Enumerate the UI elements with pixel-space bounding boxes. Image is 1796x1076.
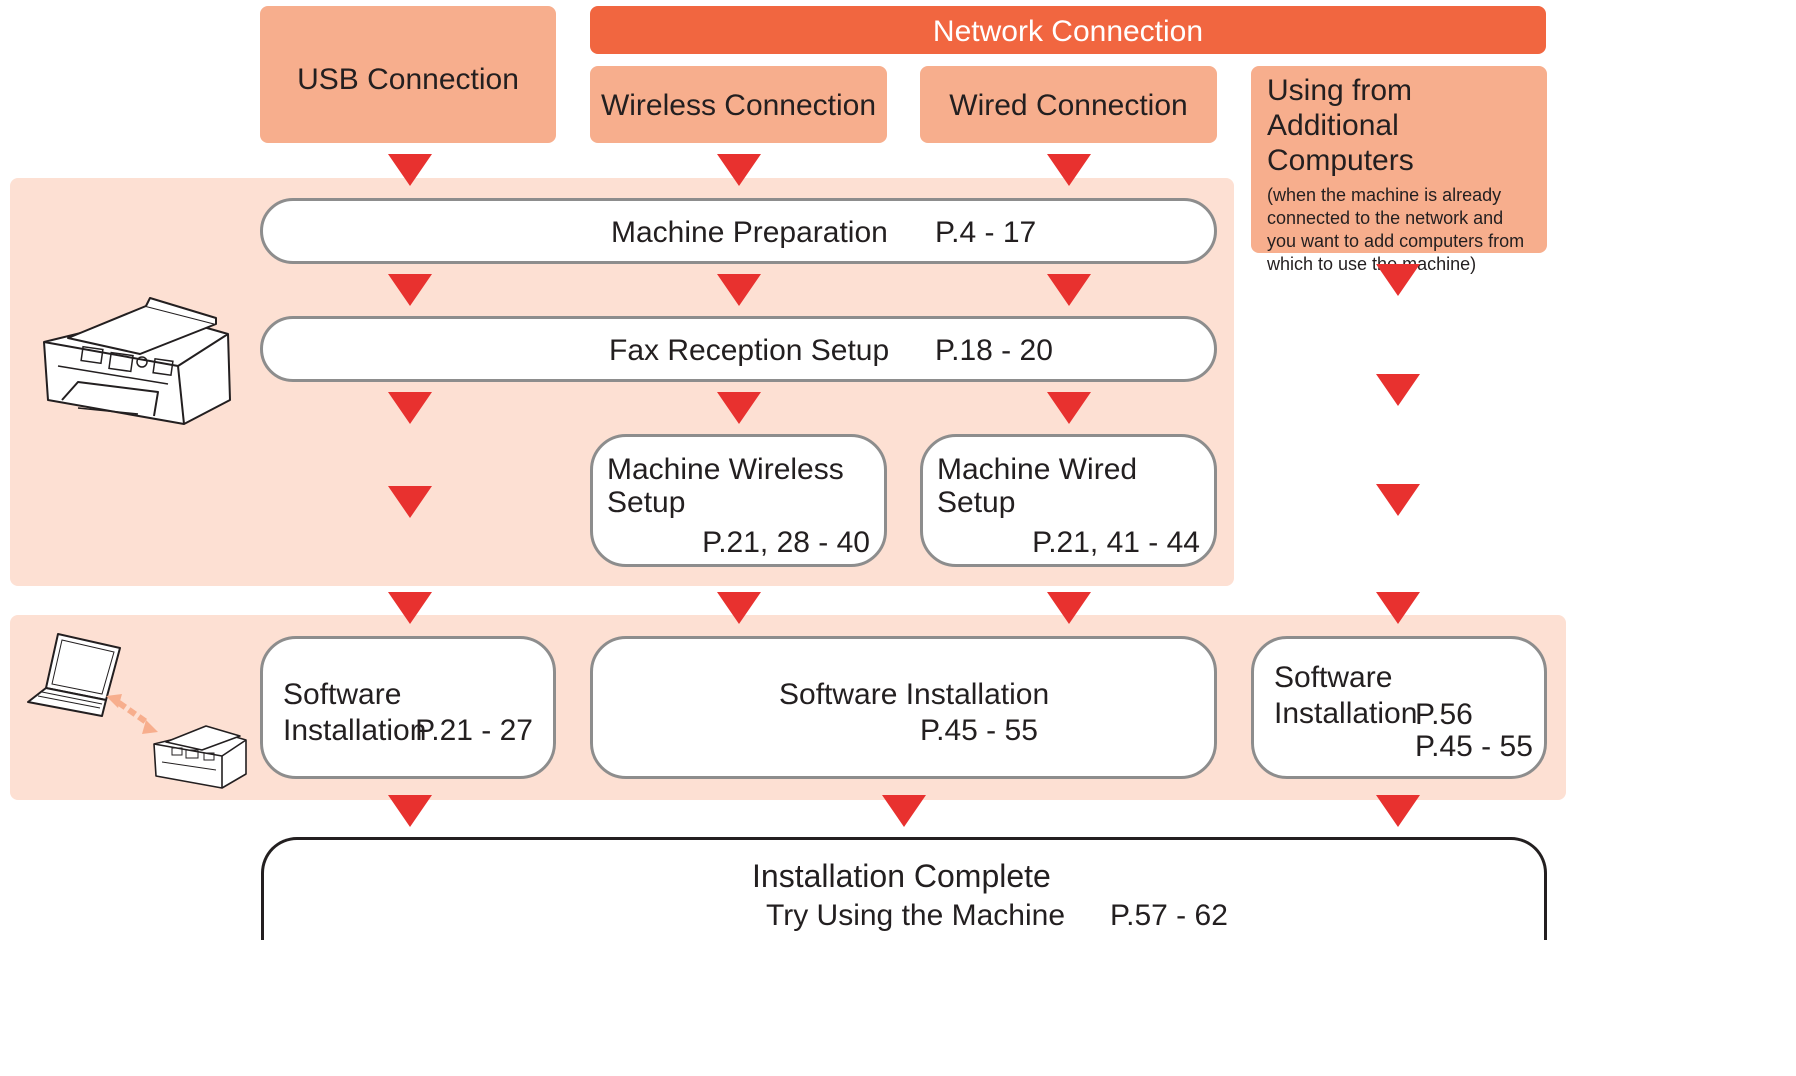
machine-preparation-label: Machine Preparation: [611, 216, 888, 249]
software-installation-additional-pages-a: P.56: [1415, 698, 1473, 731]
fax-reception-setup-label: Fax Reception Setup: [609, 334, 890, 367]
arrow-down-icon: [1047, 592, 1091, 624]
network-connection-header: Network Connection: [590, 6, 1546, 54]
machine-preparation-step: Machine Preparation P.4 - 17: [260, 198, 1217, 264]
machine-wired-setup-pages: P.21, 41 - 44: [1032, 526, 1200, 559]
machine-wireless-setup-pages: P.21, 28 - 40: [702, 526, 870, 559]
installation-complete-label: Installation Complete: [752, 858, 1051, 894]
software-installation-additional-label: Software Installation: [1274, 661, 1418, 730]
additional-computers-header: Using from Additional Computers (when th…: [1251, 66, 1547, 274]
machine-wireless-setup-label: Machine Wireless Setup: [607, 453, 844, 519]
printer-icon: [43, 297, 231, 425]
arrow-down-icon: [717, 392, 761, 424]
connection-arrow-icon: [106, 694, 158, 734]
additional-computers-note: (when the machine is already connected t…: [1267, 185, 1525, 274]
arrow-down-icon: [388, 795, 432, 827]
wired-connection-label: Wired Connection: [949, 89, 1188, 122]
software-installation-network-label: Software Installation: [779, 678, 1050, 711]
small-printer-icon: [153, 725, 247, 789]
arrow-down-icon: [1376, 374, 1420, 406]
software-installation-network-step: Software Installation P.45 - 55: [590, 636, 1217, 779]
arrow-down-icon: [388, 486, 432, 518]
usb-connection-label: USB Connection: [297, 63, 519, 96]
arrow-down-icon: [1047, 154, 1091, 186]
machine-wireless-setup-step: Machine Wireless Setup P.21, 28 - 40: [590, 434, 887, 567]
fax-reception-setup-pages: P.18 - 20: [935, 334, 1053, 367]
wireless-connection-label: Wireless Connection: [600, 89, 877, 122]
machine-preparation-pages: P.4 - 17: [935, 216, 1037, 249]
arrow-down-icon: [388, 592, 432, 624]
arrow-down-icon: [1376, 795, 1420, 827]
wired-connection-header: Wired Connection: [920, 66, 1217, 143]
arrow-down-icon: [1376, 592, 1420, 624]
arrow-down-icon: [717, 274, 761, 306]
arrow-down-icon: [717, 154, 761, 186]
arrow-down-icon: [388, 274, 432, 306]
arrow-down-icon: [882, 795, 926, 827]
usb-connection-header: USB Connection: [260, 6, 556, 143]
network-connection-label: Network Connection: [932, 15, 1204, 48]
software-installation-usb-step: Software Installation P.21 - 27: [260, 636, 556, 779]
software-installation-additional-pages-b: P.45 - 55: [1415, 730, 1533, 763]
additional-computers-title: Using from Additional Computers: [1267, 74, 1414, 177]
arrow-down-icon: [388, 392, 432, 424]
fax-reception-setup-step: Fax Reception Setup P.18 - 20: [260, 316, 1217, 382]
wireless-connection-header: Wireless Connection: [590, 66, 887, 143]
arrow-down-icon: [717, 592, 761, 624]
laptop-icon: [27, 633, 121, 717]
software-installation-network-pages: P.45 - 55: [920, 714, 1038, 747]
arrow-down-icon: [1376, 264, 1420, 296]
installation-complete-step: Installation Complete Try Using the Mach…: [261, 837, 1547, 940]
software-installation-usb-pages: P.21 - 27: [415, 714, 533, 747]
arrow-down-icon: [1047, 274, 1091, 306]
installation-complete-sub: Try Using the Machine: [766, 899, 1066, 932]
machine-wired-setup-label: Machine Wired Setup: [937, 453, 1138, 519]
arrow-down-icon: [1376, 484, 1420, 516]
installation-complete-pages: P.57 - 62: [1110, 899, 1228, 932]
software-installation-additional-step: Software Installation P.56 P.45 - 55: [1251, 636, 1547, 779]
arrow-down-icon: [388, 154, 432, 186]
software-installation-usb-label: Software Installation: [283, 678, 427, 747]
arrow-down-icon: [1047, 392, 1091, 424]
machine-wired-setup-step: Machine Wired Setup P.21, 41 - 44: [920, 434, 1217, 567]
